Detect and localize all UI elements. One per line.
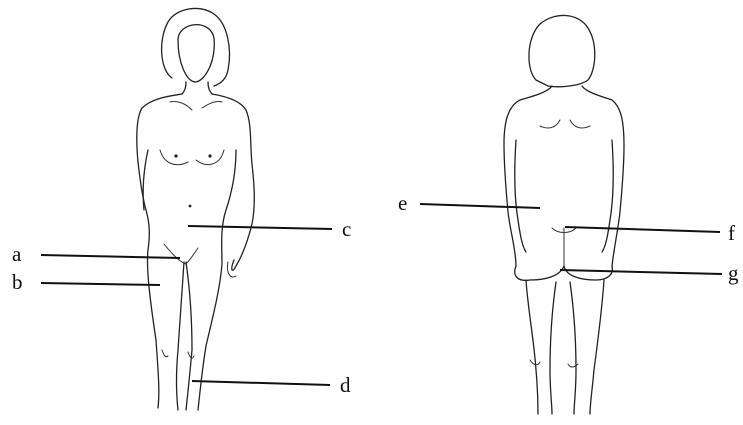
leader-line-g xyxy=(560,270,722,274)
back-leg-left xyxy=(526,280,538,414)
front-face xyxy=(178,25,214,82)
back-shoulder-blades xyxy=(540,120,590,128)
leader-line-f xyxy=(565,227,720,232)
front-inner-leg-left xyxy=(177,262,185,410)
leader-line-a xyxy=(41,255,180,258)
front-inner-leg-right xyxy=(186,262,192,410)
label-a: a xyxy=(12,242,22,266)
front-nipple-left xyxy=(174,154,177,157)
back-leg-inner xyxy=(550,282,556,414)
back-leg-right xyxy=(590,280,604,414)
label-d: d xyxy=(340,373,351,397)
leader-line-d xyxy=(192,381,330,385)
front-navel xyxy=(189,205,192,208)
leader-line-e xyxy=(420,204,540,208)
back-arm-left xyxy=(515,140,526,252)
front-collarbones xyxy=(170,101,222,110)
front-hair xyxy=(162,8,230,86)
front-arm-left xyxy=(143,150,148,210)
back-buttocks xyxy=(515,266,613,280)
front-waist-right xyxy=(198,150,236,410)
front-groin xyxy=(164,244,198,264)
back-shoulders-right xyxy=(582,86,624,266)
leader-line-c xyxy=(188,226,332,229)
front-nipple-right xyxy=(208,154,211,157)
back-figure xyxy=(504,15,624,414)
label-b: b xyxy=(12,270,23,294)
front-figure xyxy=(137,8,255,410)
front-neck xyxy=(182,82,212,94)
label-c: c xyxy=(342,217,351,241)
label-g: g xyxy=(728,261,739,285)
front-torso-left xyxy=(137,94,182,408)
label-e: e xyxy=(398,191,407,215)
back-shoulders xyxy=(504,86,552,266)
back-arm-right xyxy=(602,140,613,252)
region-labels: a b c d e f g xyxy=(12,191,739,397)
label-f: f xyxy=(728,221,735,245)
leader-line-b xyxy=(41,283,160,285)
back-knees xyxy=(530,360,578,367)
back-head xyxy=(529,15,595,86)
front-breasts xyxy=(160,150,224,165)
leader-lines xyxy=(41,204,722,385)
back-leg-inner-right xyxy=(570,282,576,414)
